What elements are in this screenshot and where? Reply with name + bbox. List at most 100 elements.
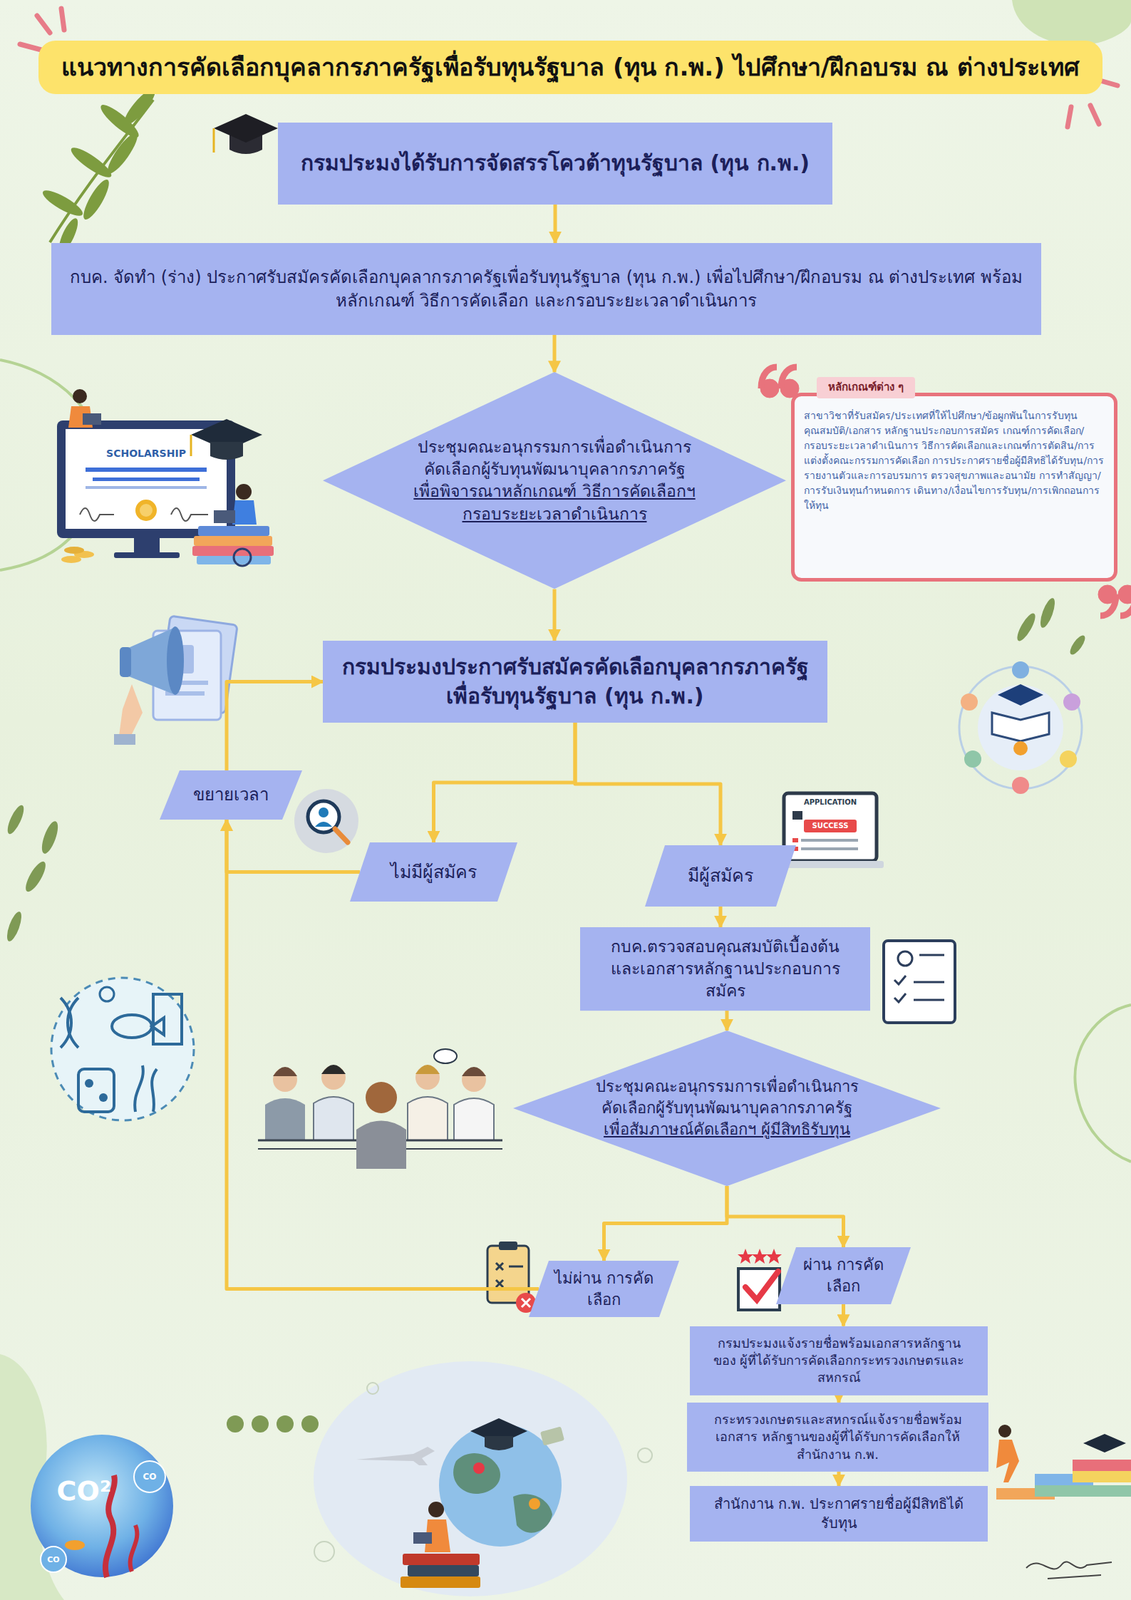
network-icon [992,712,1050,742]
scholarship-monitor [232,500,257,525]
travel-globe [356,1446,435,1466]
flow-connector [841,1304,846,1327]
rect-outline [687,1402,989,1472]
text-block: ประชุมคณะอนุกรรมการเพื่อดำเนินการ คัดเลื… [411,436,699,525]
quote-mark [1120,594,1131,616]
leaf-branch [103,129,142,177]
rejected-clipboard [498,1241,518,1251]
network-icon [1011,776,1030,794]
co2-bubble [30,1434,174,1578]
process-box: กรมประมงประกาศรับสมัครคัดเลือกบุคลากรภาค… [322,640,828,723]
text-block: กบค.ตรวจสอบคุณสมบัติเบื้องต้น และเอกสารห… [597,935,854,1003]
meeting-people [313,1096,354,1141]
status-badge: SUCCESS [812,822,849,830]
leaf-marks [4,910,25,943]
co2-bubble [133,1460,166,1493]
co2-bubble [30,1434,174,1578]
science-icon [51,977,194,1121]
leaf-marks [4,596,1088,943]
application-laptop [783,793,877,861]
rect-outline [322,640,828,723]
accent-dashes [19,8,1118,127]
screen-label: SCHOLARSHIP [106,448,187,459]
application-laptop [801,847,859,851]
para-outline [349,842,518,902]
scholarship-monitor [193,535,273,546]
success-stairs [996,1424,1131,1500]
rect-outline [51,243,1042,335]
science-icon [51,977,194,1121]
node-label: กบค. จัดทำ (ร่าง) ประกาศรับสมัครคัดเลือก… [68,265,1025,313]
scholarship-monitor [233,548,251,566]
flow-connector [226,819,360,873]
leaf-marks [1014,610,1039,643]
travel-globe [453,1453,501,1494]
meeting-people [365,1081,397,1114]
end-box: สำนักงาน ก.พ. ประกาศรายชื่อผู้มีสิทธิได้… [689,1485,988,1542]
network-icon [1059,750,1077,768]
start-box: กรมประมงได้รับการจัดสรรโควต้าทุนรัฐบาล (… [277,122,833,205]
rect-outline [689,1485,988,1542]
checklist-icon [883,940,955,1023]
application-laptop [803,819,857,833]
success-stairs [1072,1459,1131,1471]
application-laptop [792,838,799,843]
node-label: ไม่ผ่าน การคัดเลือก [554,1267,654,1310]
rect-outline [580,927,871,1011]
text-block: ไม่ผ่าน การคัดเลือก [554,1267,654,1310]
scholarship-monitor [79,508,115,521]
outcome-parallelogram: ขยายเวลา [159,770,303,820]
scholarship-monitor [139,503,153,517]
quote-mark [781,367,797,389]
graduation-cap [213,114,278,143]
application-laptop [792,811,803,820]
node-label: ประชุมคณะอนุกรรมการเพื่อดำเนินการ คัดเลื… [594,1076,860,1119]
checklist-icon [897,951,913,966]
node-label: มีผู้สมัคร [670,863,771,888]
accent-dashes [37,15,50,33]
scholarship-monitor [171,508,209,521]
checklist-icon [913,999,945,1002]
co2-bubble [40,1546,67,1573]
network-icon [959,666,1082,789]
scholarship-monitor [85,486,207,489]
scholarship-monitor [64,546,85,554]
small-rings [367,1382,379,1394]
travel-globe [513,1493,553,1533]
magnifier-icon [294,788,359,854]
process-box: กบค.ตรวจสอบคุณสมบัติเบื้องต้น และเอกสารห… [580,927,871,1011]
para-outline [644,845,797,907]
checklist-icon [913,981,945,984]
rejected-clipboard [496,1262,504,1288]
leaf-marks [1037,596,1058,630]
network-icon [997,684,1044,706]
magnifier-icon [294,788,359,854]
outcome-parallelogram: ไม่ผ่าน การคัดเลือก [528,1260,680,1318]
scholarship-monitor [210,441,244,460]
network-icon [960,693,978,711]
meeting-people [415,1064,440,1074]
meeting-people [272,1067,298,1092]
checklist-icon [883,940,955,1023]
decision-diamond: ประชุมคณะอนุกรรมการเพื่อดำเนินการ คัดเลื… [322,372,787,589]
quote-mark [760,367,1131,616]
travel-globe [484,1436,514,1451]
flow-connector [226,819,539,1290]
signature [1026,1561,1112,1579]
green-dots [251,1415,269,1433]
scholarship-monitor [213,510,236,524]
accent-dashes [61,8,65,30]
science-icon [84,1078,94,1088]
title-text: แนวทางการคัดเลือกบุคลากรภาครัฐเพื่อรับทุ… [61,51,1080,83]
approved-checkbox [751,1248,768,1264]
science-icon [78,1068,115,1112]
meeting-people [434,1049,457,1064]
flow-connector [837,1471,841,1486]
leaf-branch [67,143,115,182]
co2-bubble [64,1540,85,1551]
rect-outline [689,1326,988,1396]
meeting-people [461,1066,487,1077]
scholarship-monitor [133,538,160,553]
